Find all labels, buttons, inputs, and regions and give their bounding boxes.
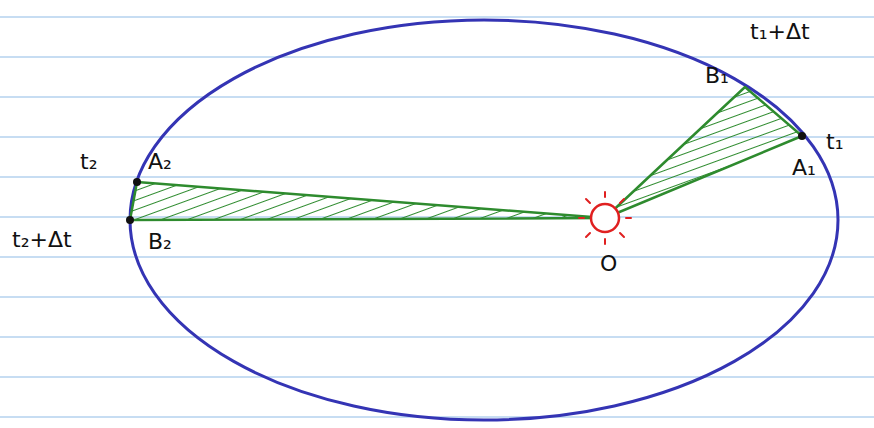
point-label: A₁	[792, 156, 816, 180]
time-label: t₂+Δt	[12, 228, 72, 252]
sun-symbol	[579, 192, 631, 244]
time-label: t₁	[826, 130, 843, 154]
point-label: A₂	[148, 150, 172, 174]
orbit-ellipse	[130, 20, 838, 420]
swept-area	[130, 182, 605, 220]
swept-area	[605, 87, 802, 218]
time-label: t₁+Δt	[750, 20, 810, 44]
time-label: t₂	[80, 150, 97, 174]
center-label: O	[600, 252, 617, 276]
point-label: B₁	[705, 64, 729, 88]
orbit-points	[126, 132, 806, 224]
point-label: B₂	[148, 230, 172, 254]
